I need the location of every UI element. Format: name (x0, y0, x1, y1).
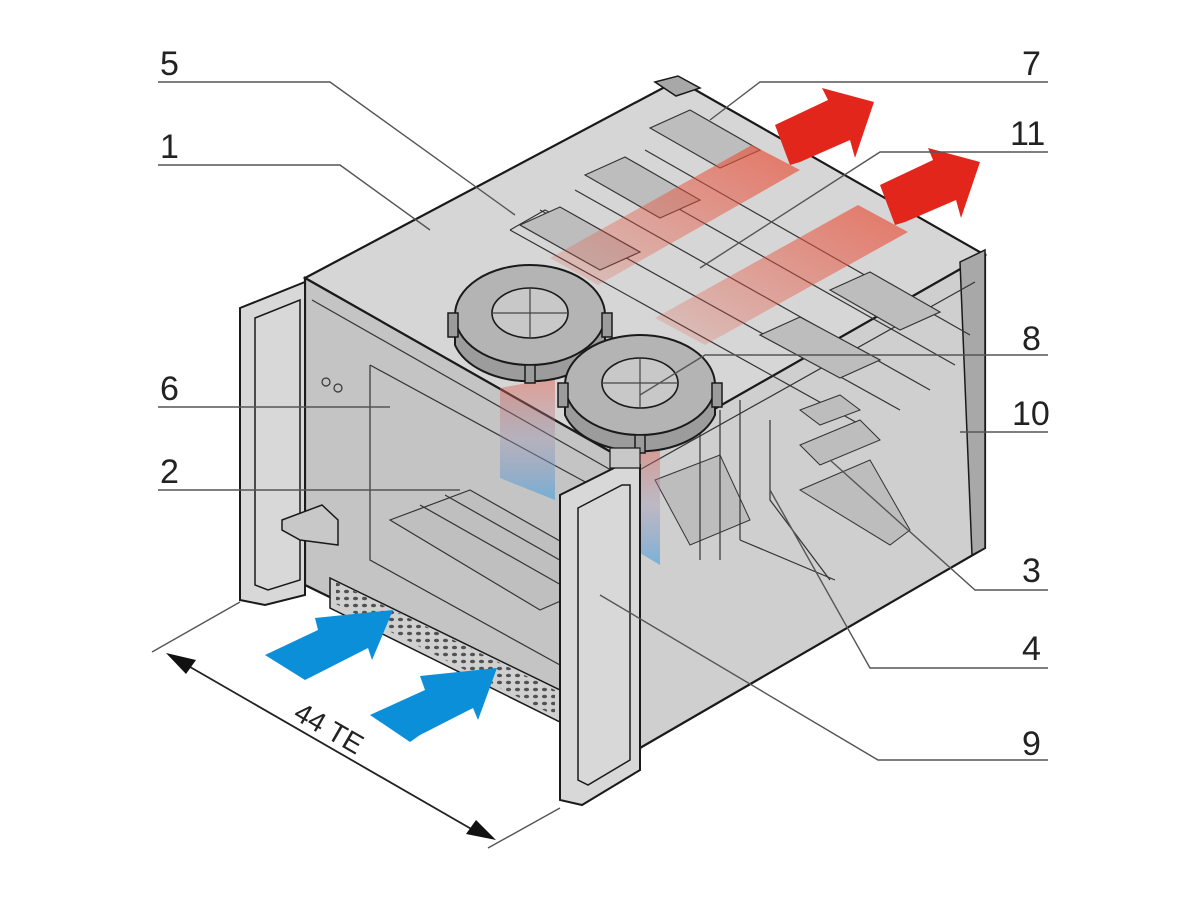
heat-trail-left (550, 145, 800, 285)
callout-10: 10 (1012, 395, 1050, 433)
callout-labels: 5 7 1 11 8 6 10 2 3 4 9 (160, 45, 1050, 763)
callout-11: 11 (1010, 115, 1045, 153)
dimension-arrow-icon (177, 659, 481, 835)
airflow-out-arrows (775, 88, 980, 225)
leader-9 (599, 594, 1048, 761)
cool-trail-left (500, 378, 555, 500)
callout-6: 6 (160, 370, 179, 408)
handle-right (559, 447, 641, 807)
callout-1: 1 (160, 128, 179, 166)
leader-8 (639, 354, 1048, 396)
callout-9: 9 (1022, 725, 1041, 763)
leader-5 (158, 81, 516, 216)
airflow-arrow-icon (775, 88, 874, 165)
airflow-arrow-icon (265, 610, 393, 680)
callout-2: 2 (160, 453, 179, 491)
leader-1 (158, 164, 431, 231)
cool-trail-right (635, 444, 660, 565)
callout-3: 3 (1022, 552, 1041, 590)
callout-5: 5 (160, 45, 179, 83)
heat-trails (550, 145, 908, 345)
airflow-arrow-icon (370, 668, 497, 742)
callout-4: 4 (1022, 630, 1041, 668)
card-slots-bottom (388, 394, 911, 611)
dimension-label: 44 TE (289, 696, 369, 760)
leader-4 (769, 489, 1048, 669)
leader-lines (158, 81, 1048, 761)
fan-icon (447, 264, 613, 384)
airflow-in-arrows (265, 610, 497, 742)
leader-3 (829, 459, 1048, 591)
heat-trail-right (655, 205, 908, 345)
callout-7: 7 (1022, 45, 1041, 83)
leader-7 (709, 81, 1048, 121)
leader-11 (699, 151, 1048, 269)
callout-8: 8 (1022, 320, 1041, 358)
handle-left (239, 280, 343, 607)
airflow-arrow-icon (880, 148, 980, 225)
fan-icon (557, 334, 723, 454)
cool-trails (500, 378, 660, 565)
